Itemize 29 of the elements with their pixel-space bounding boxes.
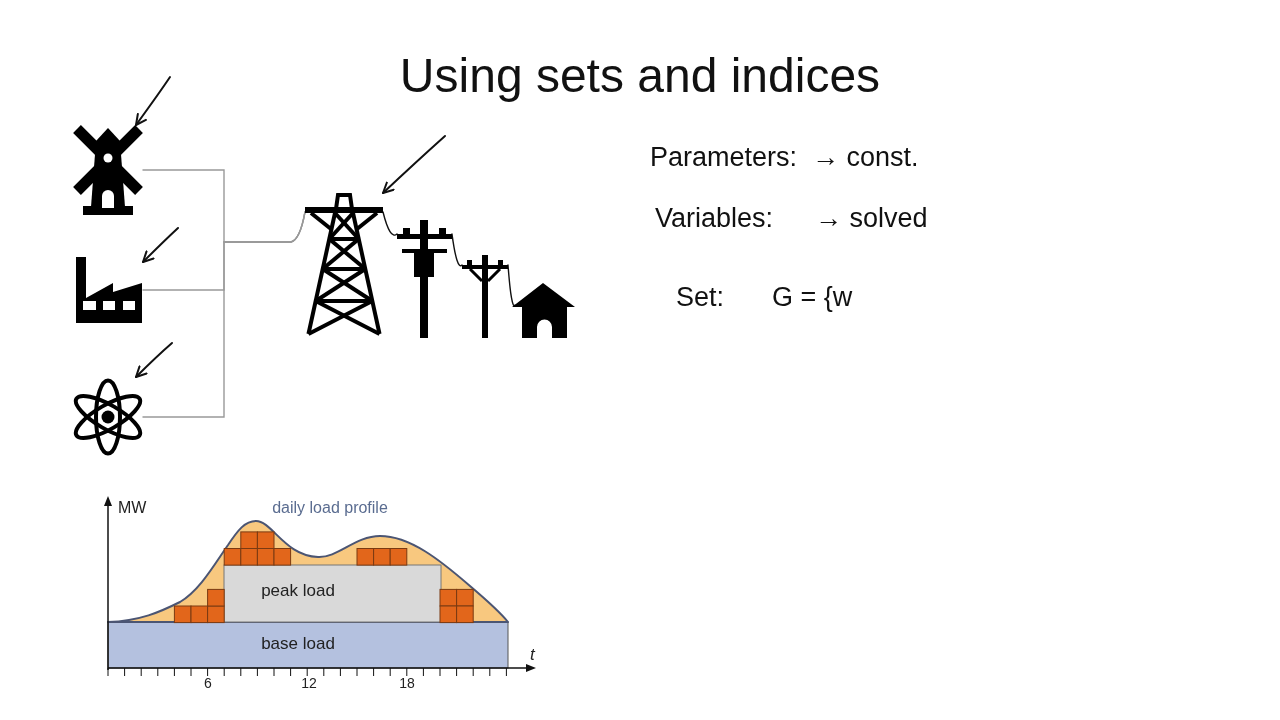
tick-label: 18 [399, 676, 415, 690]
tick-label: 12 [301, 676, 317, 690]
atom-icon [73, 377, 143, 457]
factory-icon [73, 255, 143, 325]
pointer-arrow [142, 227, 179, 263]
utility-pole-icon [462, 255, 508, 338]
house-icon [512, 283, 575, 338]
handwritten-note: Parameters: [650, 144, 798, 171]
area-label: base load [261, 635, 335, 652]
pointer-arrow [382, 135, 446, 194]
handwritten-note: Set: [676, 284, 725, 311]
chart-title: daily load profile [272, 500, 388, 516]
utility-pole-icon [397, 220, 452, 338]
slide-title: Using sets and indices [398, 50, 882, 103]
axis-label: t [530, 646, 535, 663]
power-wire [507, 264, 516, 307]
handwritten-note: G = {w [772, 284, 853, 311]
pointer-arrow [135, 76, 171, 126]
windmill-icon [73, 125, 143, 215]
area-label: peak load [261, 582, 335, 599]
handwritten-note: Variables: [655, 205, 774, 232]
power-wire [382, 211, 398, 236]
axis-label: MW [118, 500, 147, 516]
handwritten-note: → solved [815, 205, 928, 232]
pointer-arrow [135, 342, 173, 378]
handwritten-note: → const. [812, 144, 919, 171]
power-wire [451, 233, 463, 267]
transmission-tower-icon [305, 193, 383, 338]
tick-label: 6 [204, 676, 212, 690]
